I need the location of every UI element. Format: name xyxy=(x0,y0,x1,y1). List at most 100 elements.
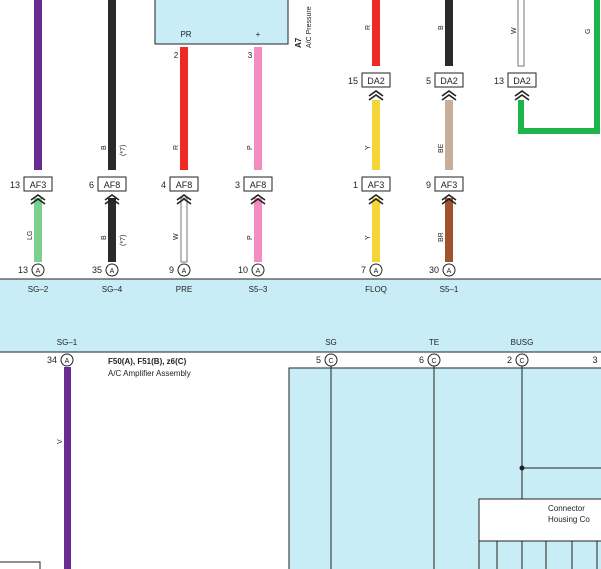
wire-label-b-lower: B xyxy=(101,235,108,240)
wire-label-r: R xyxy=(173,145,180,150)
wire-label-b-top: B xyxy=(438,25,445,30)
wire-black-lower xyxy=(108,198,116,262)
svg-text:C: C xyxy=(431,358,436,365)
svg-text:DA2: DA2 xyxy=(513,76,531,86)
svg-text:6: 6 xyxy=(89,180,94,190)
wire-yellow-upper xyxy=(372,100,380,170)
connector-da2-15: DA2 15 xyxy=(348,72,391,101)
wire-label-lg: LG xyxy=(27,231,34,240)
wire-label-p-lower: P xyxy=(247,235,254,240)
svg-text:30: 30 xyxy=(429,265,439,275)
svg-text:7: 7 xyxy=(361,265,366,275)
amp-pin-floq: A 7 FLOQ xyxy=(361,263,387,294)
sensor-pin-label-pr: PR xyxy=(180,30,191,39)
ac-amplifier-band xyxy=(0,278,601,353)
wire-red-upper xyxy=(180,47,188,170)
svg-text:6: 6 xyxy=(419,355,424,365)
wire-label-w-top: W xyxy=(511,27,518,34)
wire-white-lower xyxy=(180,197,188,263)
amp-pin-s5-1: A 30 S5–1 xyxy=(429,263,459,294)
wire-white-top xyxy=(517,0,525,67)
svg-text:SG: SG xyxy=(325,338,337,347)
svg-text:10: 10 xyxy=(238,265,248,275)
svg-text:3: 3 xyxy=(592,355,597,365)
wire-yellow-lower xyxy=(372,198,380,262)
connector-housing-label-2: Housing Co xyxy=(548,515,590,524)
svg-text:35: 35 xyxy=(92,265,102,275)
svg-text:C: C xyxy=(328,358,333,365)
svg-text:A: A xyxy=(182,268,187,275)
svg-text:AF8: AF8 xyxy=(104,180,121,190)
svg-text:A: A xyxy=(256,268,261,275)
connector-af8-4: AF8 4 xyxy=(161,176,199,205)
svg-text:DA2: DA2 xyxy=(440,76,458,86)
connector-housing-box xyxy=(478,498,601,542)
svg-text:C: C xyxy=(519,358,524,365)
wire-label-y: Y xyxy=(365,145,372,150)
wire-label-br: BR xyxy=(438,232,445,242)
wire-brown-lower xyxy=(445,198,453,262)
wire-label-w: W xyxy=(173,233,180,240)
svg-text:S5–3: S5–3 xyxy=(249,285,268,294)
wire-red-top xyxy=(372,0,380,66)
svg-text:13: 13 xyxy=(18,265,28,275)
svg-text:DA2: DA2 xyxy=(367,76,385,86)
connector-da2-5: DA2 5 xyxy=(426,72,464,101)
svg-text:34: 34 xyxy=(47,355,57,365)
connector-af3-9: AF3 9 xyxy=(426,176,464,205)
sensor-name: A/C Pressure xyxy=(306,6,313,48)
svg-text:9: 9 xyxy=(426,180,431,190)
amplifier-id: F50(A), F51(B), z6(C) xyxy=(108,357,187,366)
wire-label-star7: (*7) xyxy=(120,145,127,156)
wire-black-top xyxy=(445,0,453,66)
wire-label-p: P xyxy=(247,145,254,150)
svg-text:AF3: AF3 xyxy=(368,180,385,190)
svg-text:S5–1: S5–1 xyxy=(440,285,459,294)
svg-text:SG–2: SG–2 xyxy=(28,285,49,294)
svg-text:4: 4 xyxy=(161,180,166,190)
svg-text:AF8: AF8 xyxy=(250,180,267,190)
wire-label-be: BE xyxy=(438,143,445,153)
amp-pin-te: TE C 6 xyxy=(419,338,441,367)
sensor-id: A7 xyxy=(294,37,303,48)
svg-text:15: 15 xyxy=(348,76,358,86)
svg-text:A: A xyxy=(36,268,41,275)
svg-text:2: 2 xyxy=(507,355,512,365)
svg-text:TE: TE xyxy=(429,338,439,347)
wire-label-b: B xyxy=(101,145,108,150)
svg-text:3: 3 xyxy=(235,180,240,190)
wire-light-green-lower xyxy=(34,198,42,262)
amplifier-name: A/C Amplifier Assembly xyxy=(108,369,191,378)
svg-text:BUSG: BUSG xyxy=(511,338,534,347)
ac-pressure-sensor-body xyxy=(154,0,289,45)
amp-pin-3: 3 xyxy=(592,355,597,365)
amp-pin-sg1: SG–1 A 34 xyxy=(47,338,78,367)
junction-dot xyxy=(519,465,525,471)
wire-pink-upper xyxy=(254,47,262,170)
wire-label-star7-lower: (*7) xyxy=(120,235,127,246)
amp-pin-s5-3: A 10 S5–3 xyxy=(238,263,268,294)
svg-text:A: A xyxy=(374,268,379,275)
sensor-pin-label-plus: + xyxy=(256,30,261,39)
connector-af8-6: AF8 6 xyxy=(89,176,127,205)
svg-text:PRE: PRE xyxy=(176,285,192,294)
svg-text:FLOQ: FLOQ xyxy=(365,285,387,294)
svg-text:A: A xyxy=(110,268,115,275)
connector-af3-13: AF3 13 xyxy=(10,176,53,205)
wire-label-g-top: G xyxy=(585,29,592,34)
connector-af8-3: AF8 3 xyxy=(235,176,273,205)
wire-pink-lower xyxy=(254,198,262,262)
svg-text:13: 13 xyxy=(10,180,20,190)
svg-text:AF3: AF3 xyxy=(30,180,47,190)
svg-text:A: A xyxy=(65,358,70,365)
wire-black-upper-1 xyxy=(108,0,116,170)
wire-label-r-top: R xyxy=(365,25,372,30)
wire-beige-upper xyxy=(445,100,453,170)
svg-text:5: 5 xyxy=(426,76,431,86)
svg-text:SG–4: SG–4 xyxy=(102,285,123,294)
connector-da2-13: DA2 13 xyxy=(494,72,537,101)
svg-text:SG–1: SG–1 xyxy=(57,338,78,347)
svg-text:AF8: AF8 xyxy=(176,180,193,190)
